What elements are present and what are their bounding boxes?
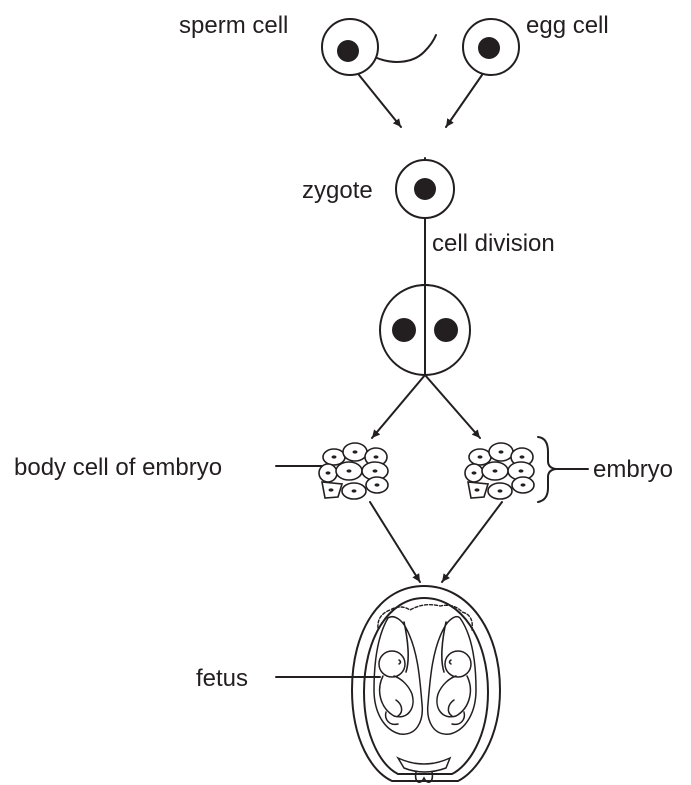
embryo-cluster-right bbox=[465, 443, 534, 499]
two-cell-stage bbox=[380, 285, 470, 375]
label-embryo: embryo bbox=[593, 458, 673, 482]
label-zygote: zygote bbox=[302, 179, 373, 203]
label-body-cell-of-embryo: body cell of embryo bbox=[14, 456, 222, 480]
label-sperm-cell: sperm cell bbox=[179, 14, 288, 38]
sperm-nucleus bbox=[337, 40, 359, 62]
arrow-egg-to-zygote bbox=[446, 75, 482, 127]
arrow-right-embryo-to-fetus bbox=[442, 502, 502, 582]
egg-cell bbox=[463, 19, 519, 75]
arrow-to-right-embryo bbox=[425, 375, 480, 438]
zygote-cell bbox=[396, 160, 454, 218]
embryo-brace bbox=[538, 437, 556, 502]
embryo-cluster-left bbox=[319, 443, 388, 499]
label-fetus: fetus bbox=[196, 667, 248, 691]
label-cell-division: cell division bbox=[432, 232, 555, 256]
label-egg-cell: egg cell bbox=[526, 14, 609, 38]
sperm-tail bbox=[377, 35, 436, 62]
egg-nucleus bbox=[478, 37, 500, 59]
uterus-twins bbox=[352, 586, 500, 782]
sperm-cell bbox=[322, 19, 436, 75]
arrow-sperm-to-zygote bbox=[359, 75, 401, 127]
zygote-nucleus bbox=[414, 178, 436, 200]
arrow-left-embryo-to-fetus bbox=[370, 502, 420, 582]
arrow-to-left-embryo bbox=[372, 375, 425, 438]
